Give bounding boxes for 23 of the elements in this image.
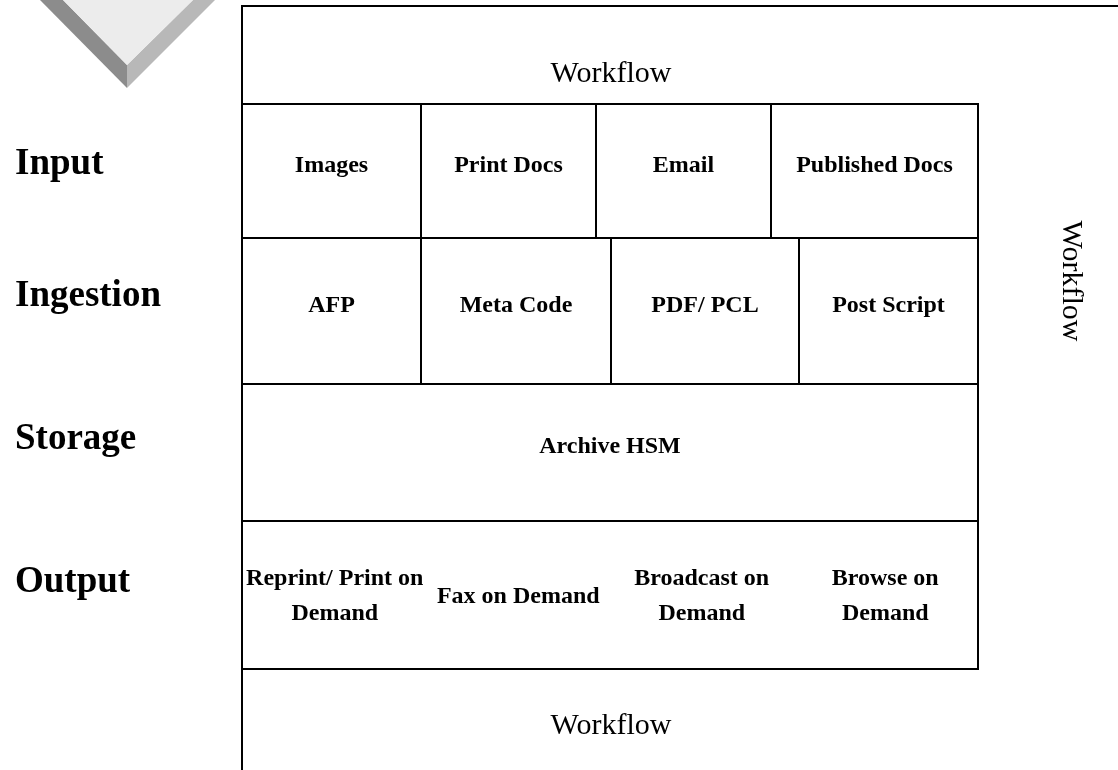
row-label: Ingestion: [15, 272, 161, 315]
workflow-label: Workflow: [1056, 220, 1091, 342]
cell-label: Print Docs: [454, 149, 563, 179]
cell-label: Meta Code: [459, 289, 573, 319]
row-label: Input: [15, 140, 104, 183]
row-label: Output: [15, 558, 131, 601]
cell-label: Post Script: [832, 289, 945, 319]
cell-label: AFP: [308, 289, 355, 319]
storage-label: Archive HSM: [539, 431, 681, 461]
output-label: Reprint/ Print on Demand: [245, 563, 425, 627]
cell-label: Images: [294, 149, 369, 179]
output-label: Fax on Demand: [435, 580, 601, 610]
workflow-label: Workflow: [549, 707, 673, 741]
output-label: Broadcast on Demand: [633, 563, 771, 627]
output-label: Browse on Demand: [830, 563, 940, 627]
cell-label: PDF/ PCL: [651, 289, 759, 319]
cell-label: Email: [652, 149, 715, 179]
workflow-label: Workflow: [549, 55, 673, 89]
row-label: Storage: [15, 415, 137, 458]
cell-label: Published Docs: [796, 149, 953, 179]
category-cell: [770, 103, 979, 239]
workflow-frame: [241, 5, 1118, 770]
output-row-box: [241, 520, 979, 670]
